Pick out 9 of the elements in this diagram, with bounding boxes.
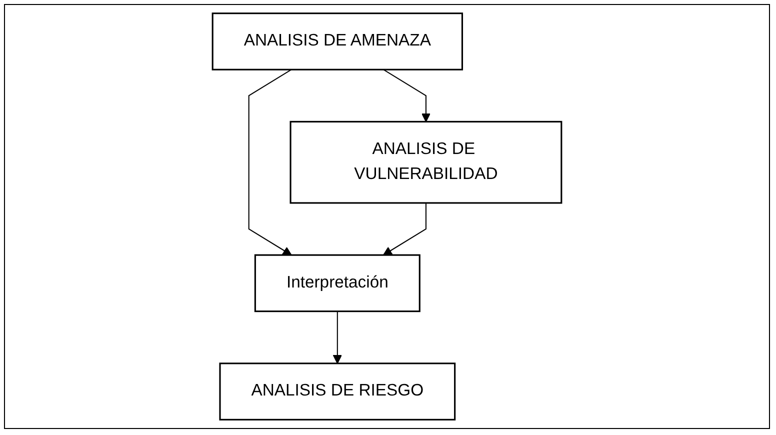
arrow: [382, 202, 426, 256]
node-box: [212, 12, 464, 70]
node-box: [219, 362, 456, 420]
node-box: [254, 254, 420, 312]
node-box: [290, 120, 562, 204]
arrow: [332, 311, 342, 364]
arrow: [248, 69, 292, 256]
diagram-frame: ANALISIS DE AMENAZA ANALISIS DE VULNERABILIDAD Interpretación ANALISIS DE RIESGO: [4, 4, 770, 429]
arrow: [383, 69, 431, 122]
